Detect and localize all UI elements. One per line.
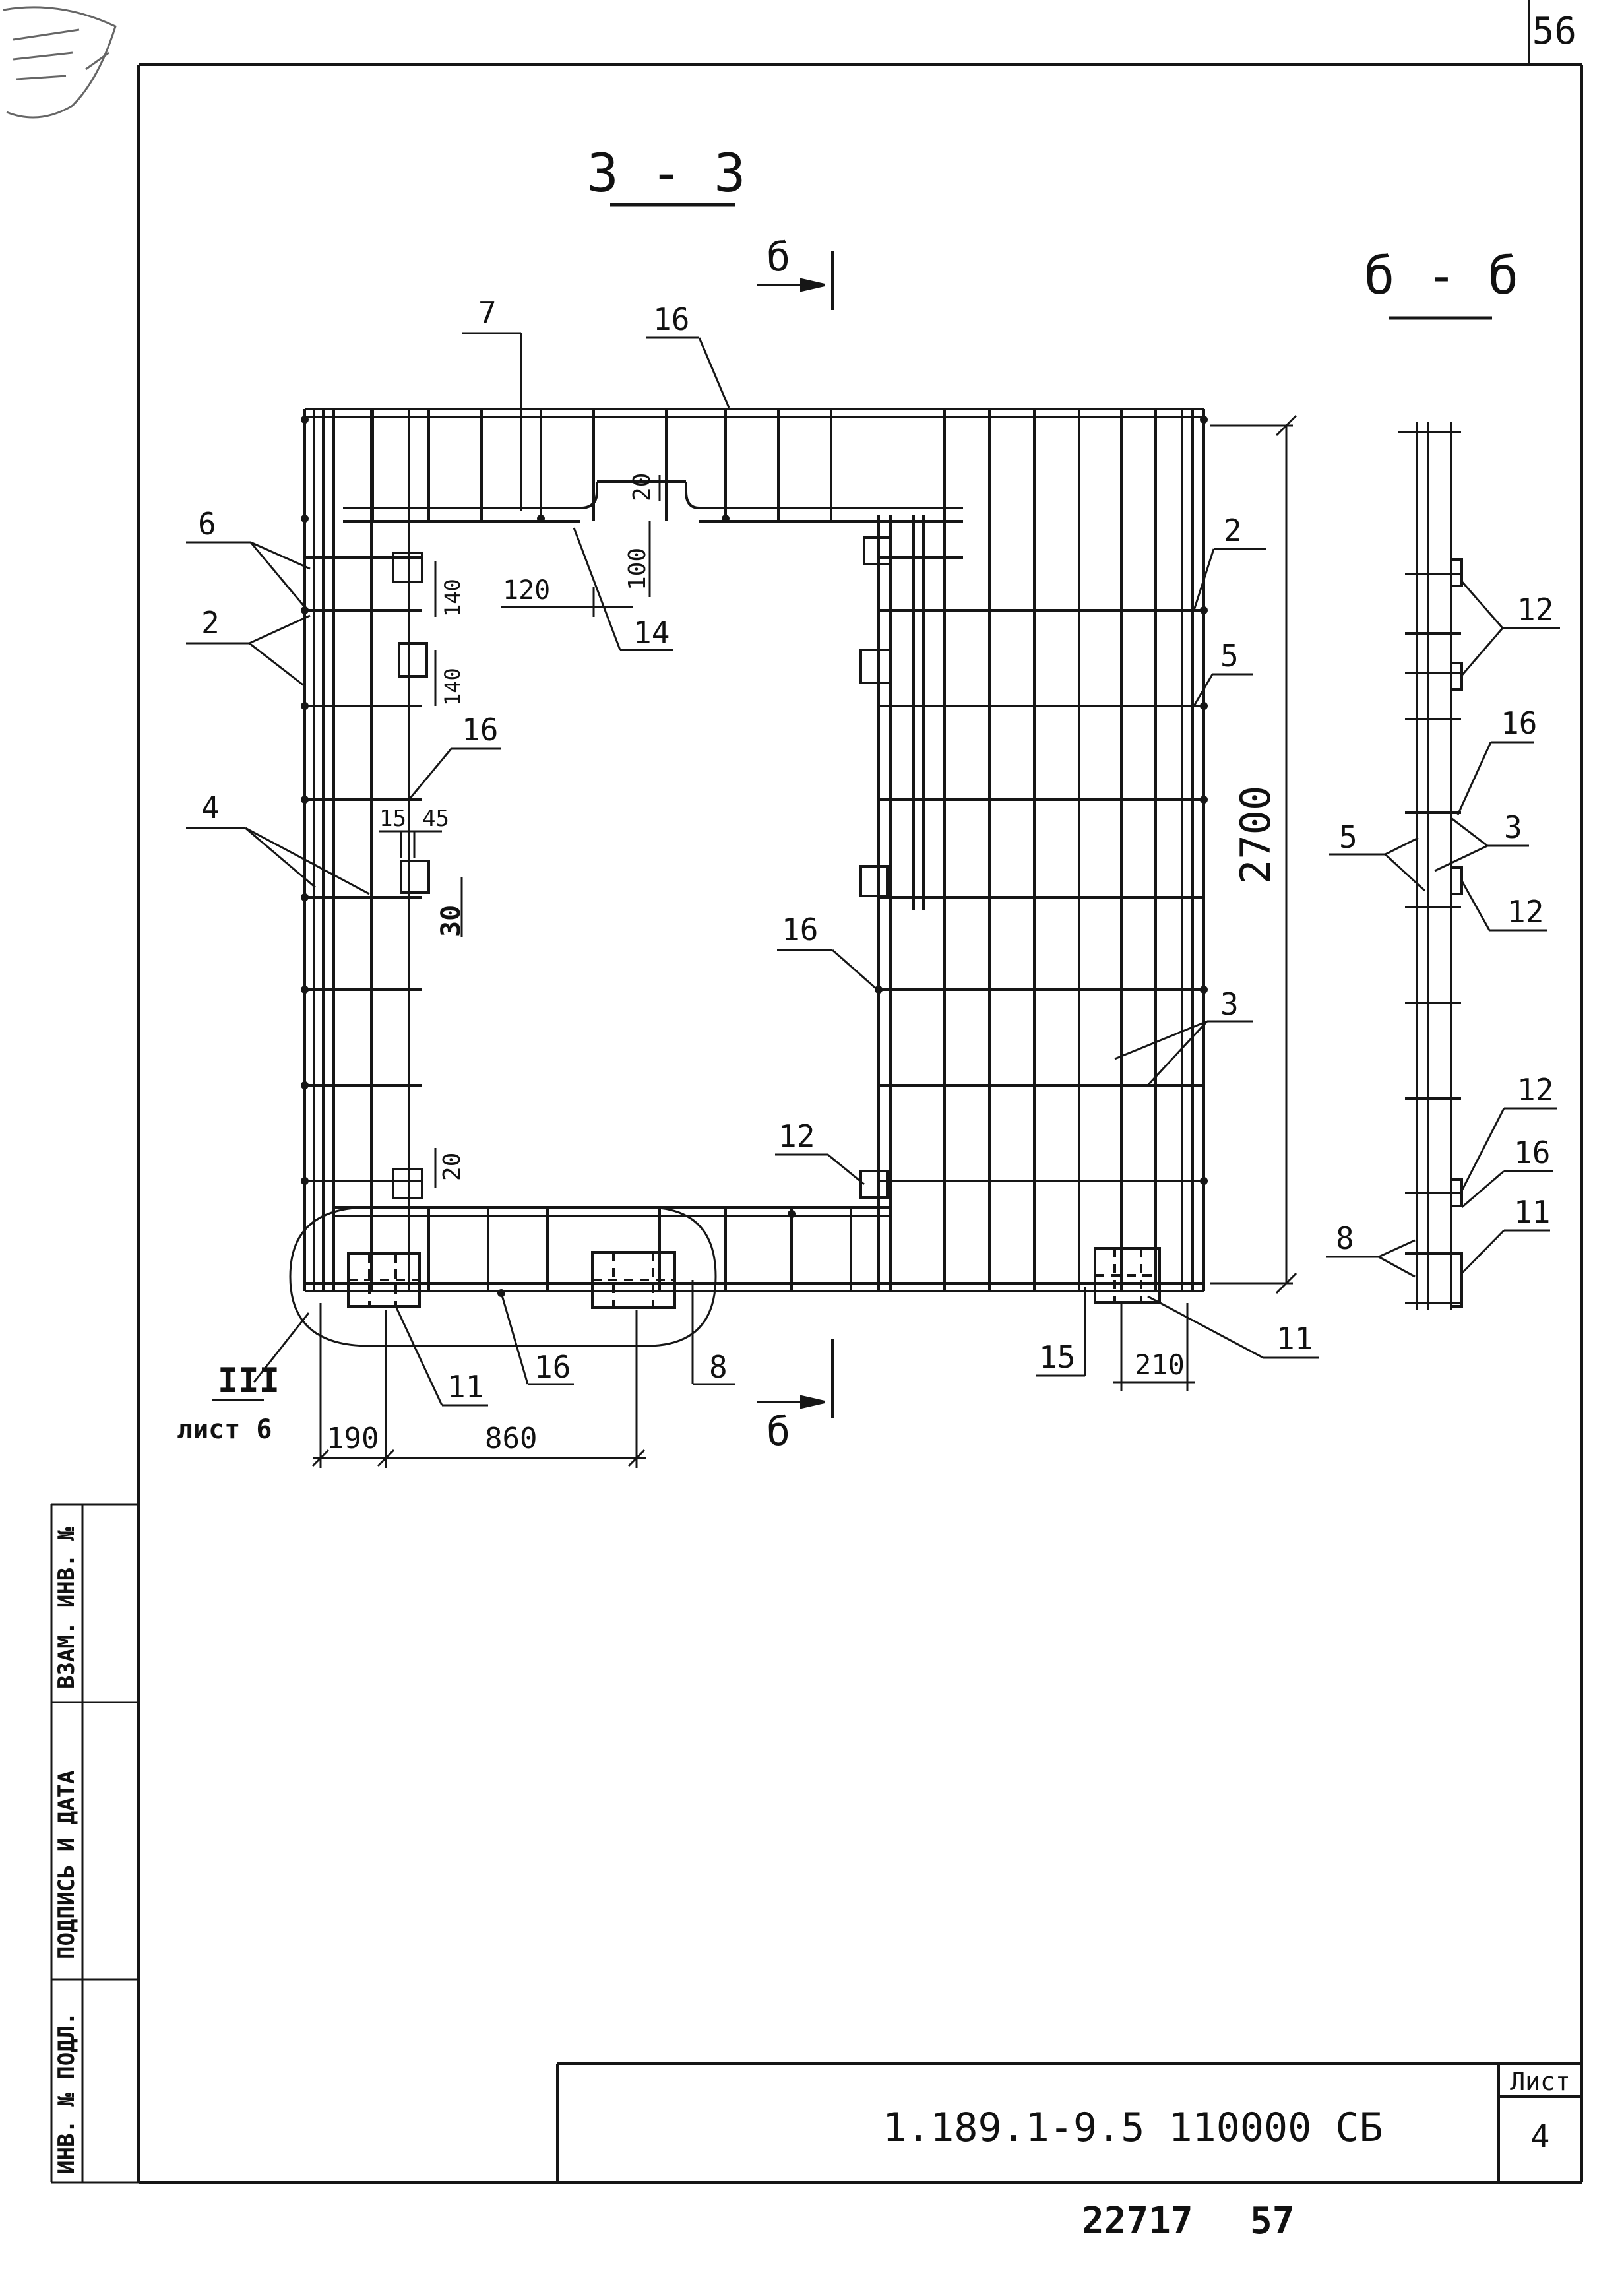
- stamp-sign-date: ПОДПИСЬ И ДАТА: [53, 1770, 80, 1959]
- dim-2700: 2700: [1232, 786, 1280, 884]
- section-mark-top: б: [766, 234, 790, 280]
- pos-3-sec: 3: [1504, 810, 1522, 845]
- embedded-plates: [347, 536, 1161, 1309]
- pos-12-sec-top: 12: [1517, 592, 1553, 627]
- view-section-title: б - б: [1364, 247, 1519, 306]
- pos-5-sec: 5: [1339, 819, 1358, 855]
- dim-210: 210: [1135, 1349, 1185, 1381]
- dim-190: 190: [327, 1422, 379, 1455]
- section-cut-marker: [757, 251, 834, 1418]
- archive-number: 22717: [1082, 2200, 1193, 2242]
- section-view-frame: [1398, 422, 1463, 1310]
- dim-20-top: 20: [629, 473, 656, 501]
- pos-2-right: 2: [1224, 513, 1242, 548]
- detail-callout-ref: III: [218, 1361, 280, 1401]
- archive-page: 57: [1250, 2200, 1294, 2242]
- dim-30: 30: [436, 905, 466, 937]
- side-stamp: [50, 1503, 139, 2184]
- dim-45: 45: [422, 806, 449, 832]
- pos-8-sec: 8: [1336, 1221, 1354, 1256]
- detail-callout-leader: [253, 1312, 310, 1383]
- dimension-lines: [311, 414, 1297, 1468]
- sheet-frame: [137, 0, 1583, 2184]
- pos-12-sec-mid: 12: [1507, 894, 1544, 930]
- stamp-replace-inv: ВЗАМ. ИНВ. №: [53, 1527, 80, 1689]
- detail-callout-sheet: лист 6: [177, 1415, 272, 1445]
- pos-15: 15: [1039, 1339, 1075, 1375]
- dim-860: 860: [485, 1422, 537, 1455]
- pos-2-left: 2: [201, 605, 220, 641]
- dim-140-b: 140: [440, 668, 465, 706]
- position-labels: 7 16 6 2 4 16 14 2 5 16 3 12 11 16 8 15 …: [198, 295, 1553, 1405]
- pos-6: 6: [198, 506, 216, 542]
- dimension-texts: 20 100 120 140 140 15 45 30 20 2700 190 …: [327, 473, 1280, 1455]
- pos-12-sec-low: 12: [1517, 1072, 1553, 1108]
- dim-20-bottom: 20: [439, 1153, 466, 1181]
- pos-14: 14: [633, 615, 670, 651]
- pos-5-right: 5: [1220, 638, 1239, 674]
- corner-sheet-number: 56: [1532, 10, 1577, 53]
- pos-11-left: 11: [447, 1369, 484, 1405]
- pos-16-left: 16: [462, 712, 498, 747]
- pos-11-sec: 11: [1514, 1194, 1550, 1230]
- section-view-leaders: [1326, 580, 1560, 1278]
- dim-140-a: 140: [440, 579, 465, 617]
- dim-120: 120: [503, 575, 550, 606]
- detail-callout-oval: [289, 1206, 717, 1347]
- document-designation: 1.189.1-9.5 110000 СБ: [883, 2105, 1383, 2151]
- weld-points: [301, 416, 1208, 1297]
- pos-3-right: 3: [1220, 986, 1239, 1022]
- dim-15: 15: [379, 806, 406, 832]
- pos-16-bottom: 16: [534, 1349, 571, 1385]
- sheet-label: Лист: [1510, 2067, 1571, 2096]
- stamp-inv-no: ИНВ. № ПОДЛ.: [53, 2012, 80, 2174]
- pos-16-mid: 16: [782, 912, 818, 947]
- pos-11-right: 11: [1276, 1321, 1313, 1356]
- pos-7: 7: [478, 295, 497, 331]
- view-main-title: 3 - 3: [587, 143, 746, 204]
- sheet-number: 4: [1531, 2118, 1550, 2155]
- dim-100: 100: [624, 548, 651, 590]
- reinforcement-frame-plan: [303, 408, 1205, 1292]
- pos-8-bottom: 8: [709, 1349, 728, 1385]
- leader-lines: [186, 332, 1319, 1407]
- archive-seal: [3, 6, 117, 119]
- pos-12-mid: 12: [778, 1118, 815, 1154]
- title-block: [556, 2062, 1582, 2182]
- section-mark-bottom: б: [766, 1409, 790, 1455]
- pos-16-sec: 16: [1501, 705, 1537, 741]
- pos-4: 4: [201, 790, 220, 825]
- pos-16-sec-low: 16: [1514, 1135, 1550, 1170]
- pos-16-top: 16: [653, 302, 689, 337]
